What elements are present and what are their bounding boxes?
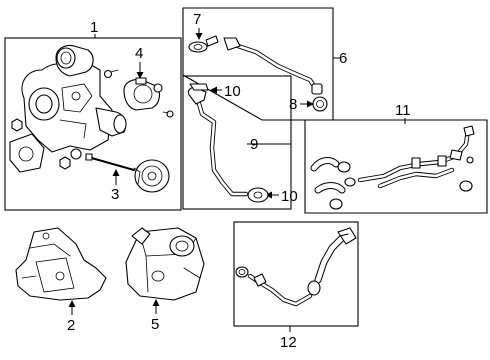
callout-10-lower: 10 (265, 188, 298, 205)
callout-7: 7 (193, 11, 203, 40)
callout-9: 9 (247, 136, 291, 153)
svg-text:5: 5 (151, 316, 159, 333)
return-hose-icon (235, 227, 357, 307)
group-box-hose-assembly (304, 119, 488, 214)
coolant-line-icon (187, 83, 269, 203)
svg-text:11: 11 (395, 102, 411, 119)
callout-11: 11 (395, 102, 411, 124)
callout-2: 2 (67, 300, 76, 334)
callout-6: 6 (333, 50, 347, 67)
group-box-turbocharger (4, 37, 182, 211)
actuator-motor-icon (125, 227, 205, 301)
callout-12: 12 (280, 326, 297, 351)
svg-text:3: 3 (111, 186, 119, 203)
callout-8: 8 (289, 96, 314, 113)
svg-text:12: 12 (280, 334, 297, 351)
svg-text:4: 4 (135, 45, 143, 62)
callout-4: 4 (135, 45, 144, 79)
group-box-coolant-line (182, 75, 292, 210)
callout-1: 1 (90, 19, 98, 38)
oil-feed-line-icon (223, 37, 323, 95)
hose-pieces-icon (310, 157, 473, 210)
turbocharger-icon (9, 44, 127, 173)
svg-text:8: 8 (289, 96, 297, 113)
heat-shield-icon (15, 227, 107, 301)
actuator-rod-icon (85, 153, 170, 193)
svg-text:7: 7 (193, 11, 201, 28)
svg-text:6: 6 (339, 50, 347, 67)
svg-text:2: 2 (67, 317, 75, 334)
seal-8-icon (312, 96, 328, 112)
svg-text:9: 9 (250, 136, 258, 153)
gasket-7-icon (188, 35, 219, 53)
hose-assembly-icon (357, 125, 475, 189)
svg-text:10: 10 (224, 83, 241, 100)
group-box-oil-feed (182, 7, 334, 121)
callout-3: 3 (111, 169, 120, 203)
wastegate-actuator-icon (123, 77, 174, 118)
callout-10-upper: 10 (210, 83, 241, 100)
callout-5: 5 (151, 299, 160, 333)
svg-text:1: 1 (90, 19, 98, 36)
group-box-return-hose (233, 221, 359, 327)
svg-text:10: 10 (281, 188, 298, 205)
